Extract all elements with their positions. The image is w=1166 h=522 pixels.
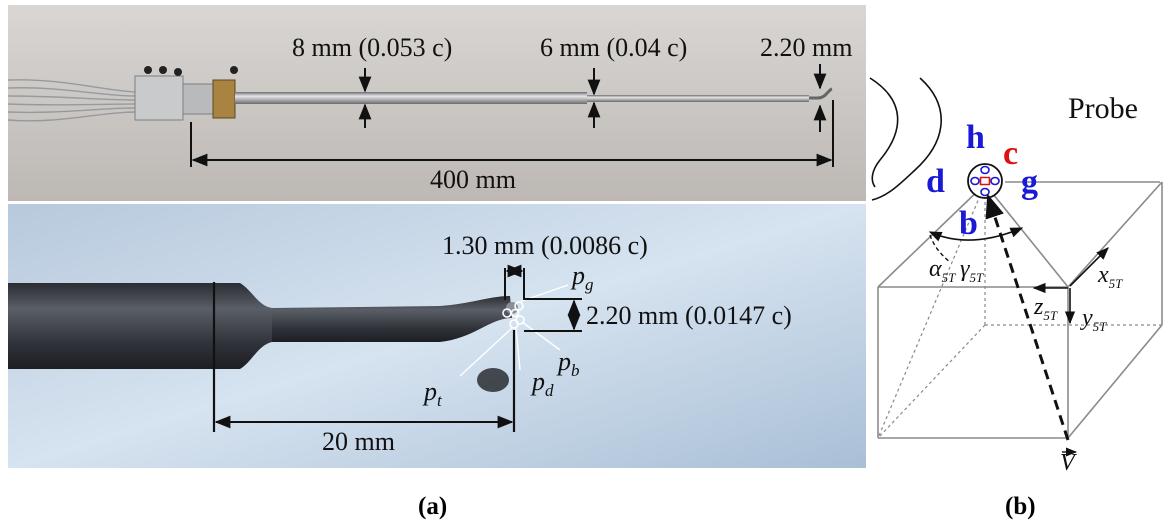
caption-a: (a) [418, 493, 447, 520]
port-g-label: pg [570, 261, 594, 294]
hole-d-label: d [926, 163, 945, 200]
port-d-label: pd [530, 367, 554, 400]
dim-tip-label: 2.20 mm [760, 33, 852, 62]
svg-text:V: V [1060, 450, 1077, 476]
dim-8mm-label: 8 mm (0.053 c) [292, 33, 452, 62]
port-t-label: pt [422, 377, 443, 410]
probe-tip-closeup-photo [8, 204, 866, 468]
caption-b: (b) [1005, 493, 1036, 520]
z-axis-label: z5T [1033, 294, 1058, 323]
gamma-angle-label: γ5T [960, 256, 984, 285]
length-20mm-label: 20 mm [322, 427, 395, 456]
x-axis-label: x5T [1097, 262, 1123, 291]
hole-h-label: h [966, 119, 985, 156]
tip-width-label: 1.30 mm (0.0086 c) [442, 231, 648, 260]
hole-c-label: c [1003, 135, 1018, 172]
hole-b-label: b [959, 205, 978, 242]
probe-overview-photo [7, 5, 866, 201]
velocity-label: V [1060, 447, 1078, 476]
hole-g-label: g [1021, 164, 1038, 201]
y-axis-label: y5T [1080, 305, 1107, 334]
probe-label: Probe [1068, 92, 1138, 125]
alpha-angle-label: α5T [929, 256, 956, 285]
probe-coordinate-diagram [869, 77, 1163, 441]
bottom-dimension-annotations [212, 264, 582, 432]
top-dimension-annotations [190, 64, 834, 167]
dim-6mm-label: 6 mm (0.04 c) [540, 33, 687, 62]
length-400mm-label: 400 mm [430, 165, 516, 194]
port-b-label: pb [556, 347, 580, 380]
tip-height-label: 2.20 mm (0.0147 c) [586, 301, 792, 330]
